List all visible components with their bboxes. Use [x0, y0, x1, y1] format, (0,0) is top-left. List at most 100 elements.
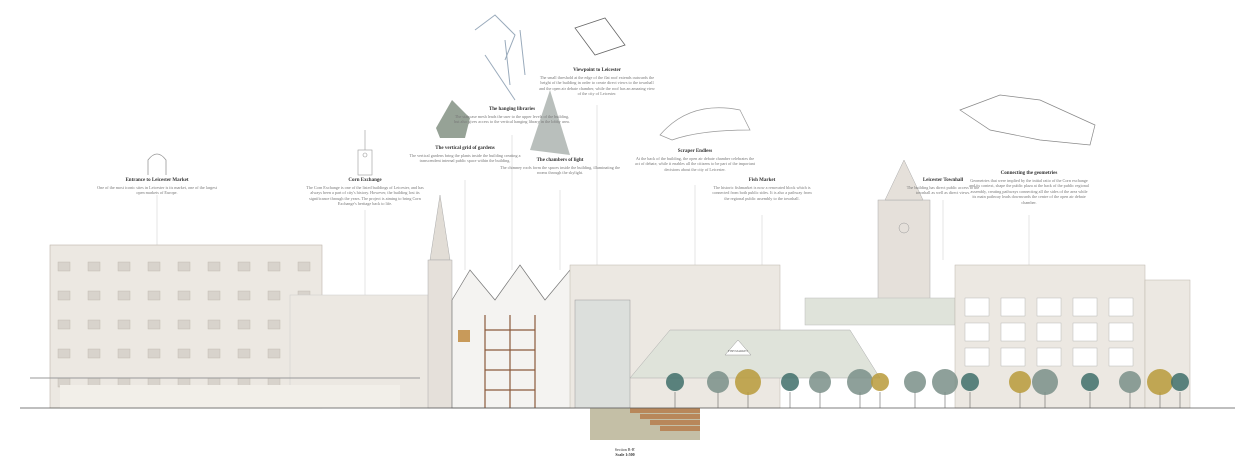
annotation-text: The vertical gardens bring the plants in… — [409, 152, 521, 164]
tree — [1009, 371, 1031, 393]
tree — [1119, 371, 1141, 393]
annotation-text: The Corn Exchange is one of the listed b… — [306, 184, 424, 207]
window — [964, 297, 990, 317]
tree — [871, 373, 889, 391]
window — [117, 319, 131, 330]
window — [147, 348, 161, 359]
window — [1000, 297, 1026, 317]
window — [117, 261, 131, 272]
tree — [932, 369, 958, 395]
tree — [666, 373, 684, 391]
annotation-text: The staircase mesh leads the user to the… — [454, 113, 570, 125]
annotation-title: Corn Exchange — [348, 178, 382, 183]
tree — [1147, 369, 1173, 395]
window — [57, 319, 71, 330]
window — [1072, 322, 1098, 342]
window — [117, 290, 131, 301]
window — [1072, 297, 1098, 317]
annotation-title: Scraper Endless — [677, 149, 713, 154]
section-caption: Section B-B'Scale 1:500 — [600, 447, 650, 457]
viewpoint-icon — [574, 17, 626, 56]
window — [57, 348, 71, 359]
tree — [735, 369, 761, 395]
plaza-geometry-icon — [959, 94, 1096, 146]
window — [267, 290, 281, 301]
window — [177, 261, 191, 272]
window — [237, 261, 251, 272]
window — [207, 348, 221, 359]
window — [207, 290, 221, 301]
window — [1108, 347, 1134, 367]
tree — [1171, 373, 1189, 391]
window — [1036, 322, 1062, 342]
window — [147, 319, 161, 330]
window — [1072, 347, 1098, 367]
window — [207, 261, 221, 272]
caption-scale: Scale 1:500 — [615, 452, 635, 457]
annotation-text: The chimney roofs form the spaces inside… — [500, 164, 620, 176]
window — [87, 261, 101, 272]
window — [1036, 347, 1062, 367]
window — [1000, 322, 1026, 342]
window — [1108, 297, 1134, 317]
tree — [961, 373, 979, 391]
window — [1036, 297, 1062, 317]
tree — [1081, 373, 1099, 391]
arch-icon — [147, 153, 167, 175]
window — [207, 319, 221, 330]
window — [147, 290, 161, 301]
annotation-text: One of the most iconic sites in Leiceste… — [97, 184, 217, 196]
window — [147, 261, 161, 272]
window — [267, 319, 281, 330]
window — [267, 348, 281, 359]
window — [267, 261, 281, 272]
annotation-text: At the back of the building, the open ai… — [635, 155, 755, 172]
annotation-title: Connecting the geometries — [1000, 171, 1058, 176]
garden-icon — [436, 100, 470, 138]
tree — [707, 371, 729, 393]
tree — [1032, 369, 1058, 395]
window — [297, 261, 311, 272]
tree — [809, 371, 831, 393]
annotation-text: The historic fishmarket is now a renovat… — [712, 184, 812, 201]
library-icon — [474, 14, 526, 101]
annotation-title: Viewpoint to Leicester — [573, 68, 621, 73]
annotation-text: The building has direct public access to… — [906, 184, 980, 196]
window — [237, 348, 251, 359]
annotation-title: Fish Market — [748, 178, 776, 183]
window — [237, 319, 251, 330]
tree — [781, 373, 799, 391]
tree — [904, 371, 926, 393]
tree — [847, 369, 873, 395]
chamber-of-light-icon — [530, 90, 570, 155]
window — [964, 347, 990, 367]
annotation-title: The hanging libraries — [488, 107, 536, 112]
window — [87, 290, 101, 301]
window — [57, 261, 71, 272]
annotation-title: The vertical grid of gardens — [435, 146, 495, 151]
window — [1108, 322, 1134, 342]
annotation-title: The chambers of light — [536, 158, 584, 163]
annotation-title: Leicester Townhall — [922, 178, 964, 183]
window — [1000, 347, 1026, 367]
window — [177, 290, 191, 301]
clock-tower-icon — [357, 130, 373, 176]
window — [57, 290, 71, 301]
caption-title: Section B-B' — [614, 447, 636, 452]
annotation-text: The small threshold at the edge of the f… — [539, 74, 655, 97]
window — [177, 348, 191, 359]
window — [87, 319, 101, 330]
window — [237, 290, 251, 301]
window — [87, 348, 101, 359]
